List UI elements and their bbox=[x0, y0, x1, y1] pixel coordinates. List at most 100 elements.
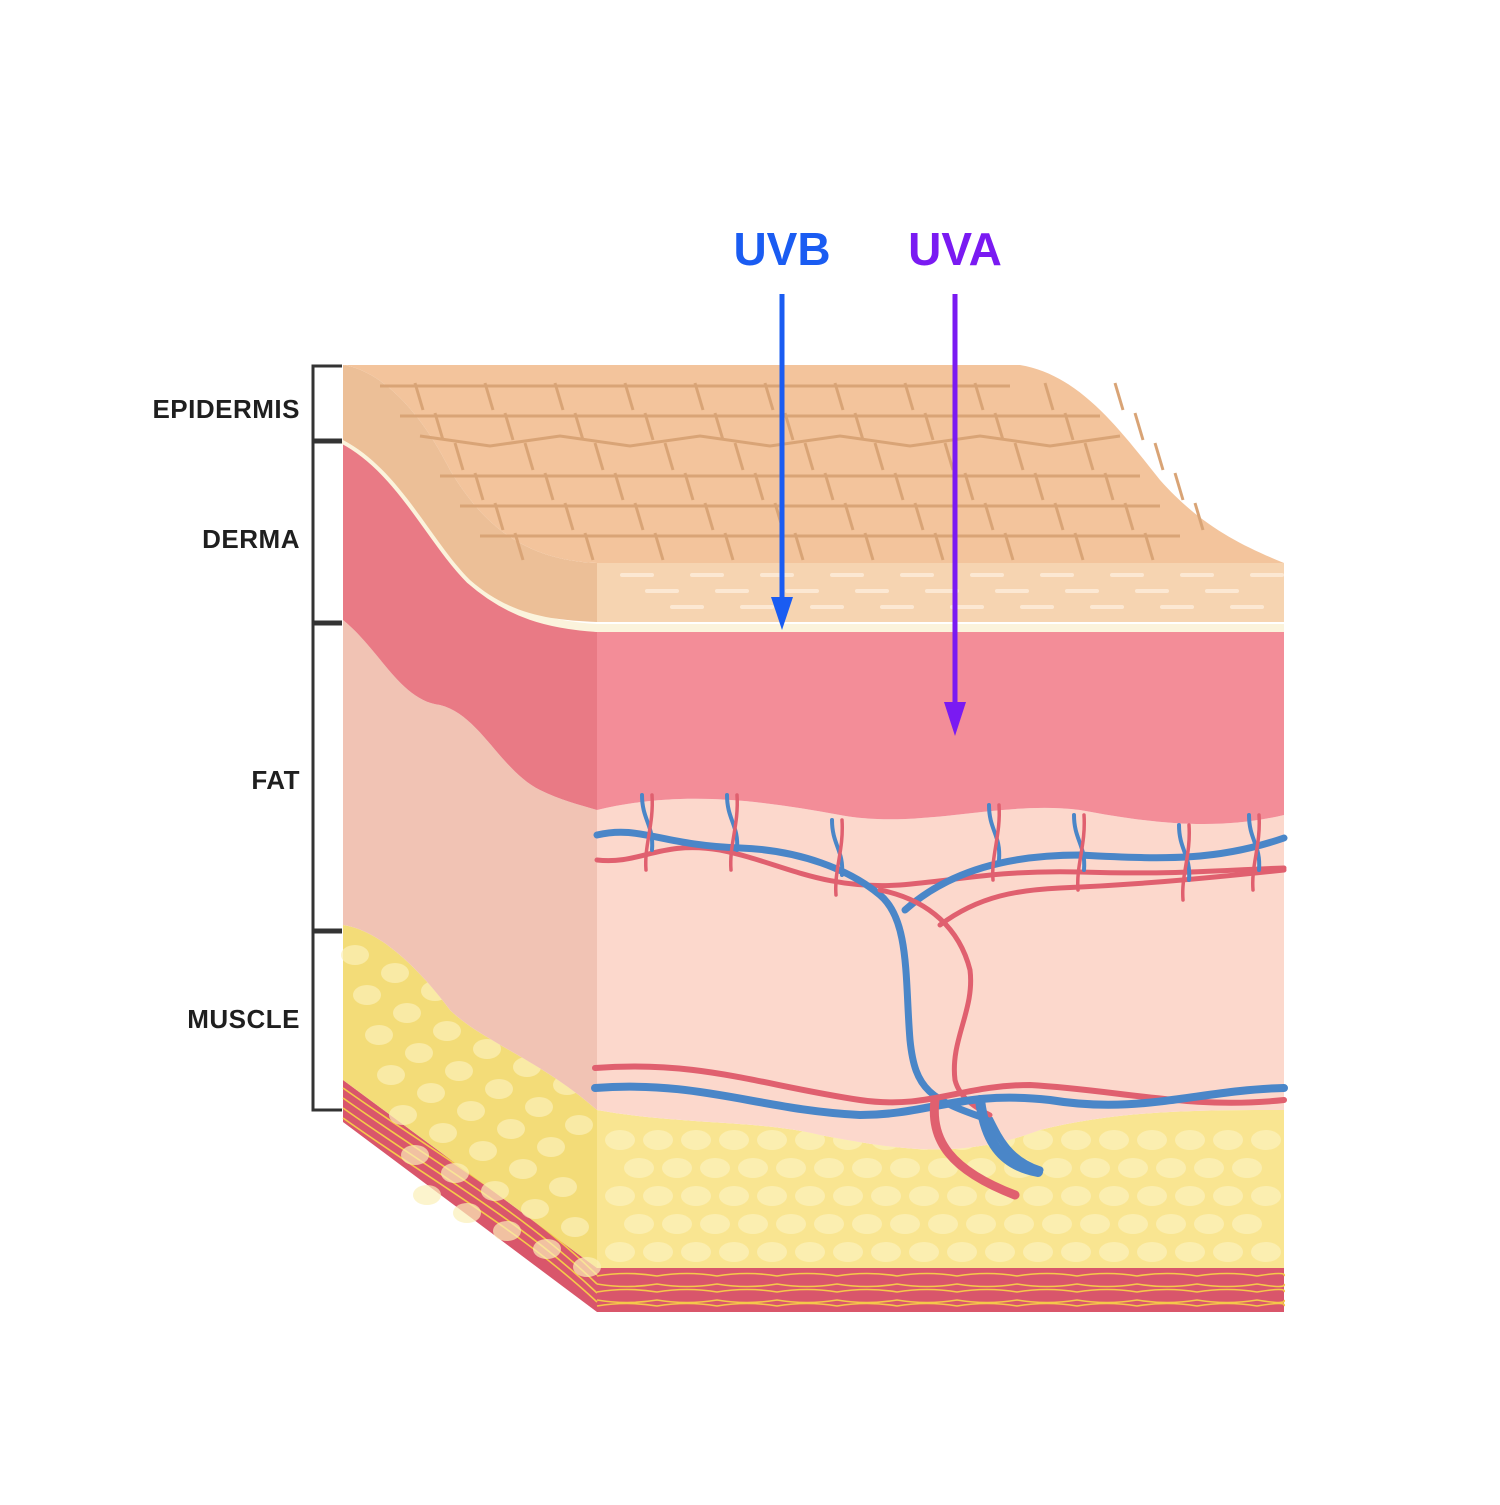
cell-border bbox=[453, 442, 465, 471]
tissue-dash bbox=[950, 605, 984, 609]
fat-cell bbox=[909, 1186, 939, 1206]
cell-border bbox=[973, 382, 985, 411]
fat-cell bbox=[795, 1130, 825, 1150]
cell-border bbox=[913, 502, 925, 531]
layer-bracket bbox=[311, 930, 342, 1112]
cell-border bbox=[723, 532, 735, 561]
capillary-artery bbox=[643, 793, 655, 872]
fat-cell bbox=[757, 1186, 787, 1206]
fat-cell bbox=[605, 1130, 635, 1150]
base-band-side bbox=[343, 1080, 597, 1312]
cell-border bbox=[843, 502, 855, 531]
fat-cell bbox=[700, 1214, 730, 1234]
tissue-dash bbox=[715, 589, 749, 593]
fat-cell bbox=[605, 1186, 635, 1206]
tissue-dash bbox=[830, 573, 864, 577]
cell-border bbox=[433, 412, 445, 441]
label-epidermis: EPIDERMIS bbox=[152, 394, 300, 424]
fat-cell bbox=[1251, 1242, 1281, 1262]
cell-border bbox=[853, 412, 865, 441]
fat-cell bbox=[757, 1242, 787, 1262]
fat-cell bbox=[662, 1158, 692, 1178]
muscle-layer bbox=[341, 925, 1284, 1277]
layer-bracket bbox=[311, 622, 342, 932]
tissue-dash bbox=[1205, 589, 1239, 593]
layer-bracket bbox=[311, 364, 342, 442]
capillary-vein bbox=[640, 793, 655, 852]
fat-cell bbox=[401, 1145, 429, 1165]
fat-cell bbox=[928, 1214, 958, 1234]
fat-cell bbox=[1023, 1186, 1053, 1206]
capillary-vein bbox=[1247, 813, 1262, 872]
fat-cell bbox=[481, 1181, 509, 1201]
fat-cell bbox=[719, 1130, 749, 1150]
fat-cell bbox=[681, 1242, 711, 1262]
fat-cell bbox=[947, 1186, 977, 1206]
cell-border bbox=[1063, 412, 1075, 441]
base-fiber bbox=[596, 1288, 1286, 1293]
derma-layer bbox=[343, 440, 1284, 825]
layer-bracket bbox=[311, 440, 342, 624]
blood-vessels bbox=[591, 793, 1288, 1200]
fat-cell bbox=[381, 963, 409, 983]
cell-border bbox=[583, 532, 595, 561]
fat-cell bbox=[1156, 1214, 1186, 1234]
fat-cell bbox=[719, 1242, 749, 1262]
cell-border bbox=[573, 412, 585, 441]
cell-border bbox=[1123, 502, 1135, 531]
fat-cell bbox=[890, 1214, 920, 1234]
cell-border bbox=[933, 532, 945, 561]
cell-border bbox=[523, 442, 535, 471]
fat-cell bbox=[643, 1186, 673, 1206]
fat-cell bbox=[1213, 1242, 1243, 1262]
base-fiber bbox=[596, 1272, 1286, 1277]
tissue-dash bbox=[645, 589, 679, 593]
fat-cell bbox=[509, 1159, 537, 1179]
fat-cell bbox=[549, 1177, 577, 1197]
fat-cell bbox=[353, 985, 381, 1005]
fat-cell bbox=[573, 1257, 601, 1277]
fat-cell bbox=[457, 1101, 485, 1121]
fat-cell bbox=[681, 1186, 711, 1206]
fat-cell bbox=[1213, 1186, 1243, 1206]
fat-cell bbox=[947, 1242, 977, 1262]
fat-cell bbox=[1232, 1214, 1262, 1234]
fat-cell bbox=[1194, 1158, 1224, 1178]
cell-border bbox=[1153, 442, 1165, 471]
base-fiber bbox=[596, 1283, 1286, 1288]
fat-cell bbox=[1080, 1158, 1110, 1178]
cell-border bbox=[683, 472, 695, 501]
capillary-artery bbox=[1250, 813, 1262, 892]
cell-border bbox=[703, 502, 715, 531]
fat-cell bbox=[1042, 1158, 1072, 1178]
fat-cell bbox=[719, 1186, 749, 1206]
cell-border bbox=[483, 382, 495, 411]
fat-cell bbox=[700, 1158, 730, 1178]
epidermis-side bbox=[343, 365, 597, 622]
cell-border bbox=[413, 382, 425, 411]
fat-side bbox=[343, 620, 597, 1110]
capillary-vein bbox=[725, 793, 740, 852]
cell-border bbox=[1143, 532, 1155, 561]
tissue-dash bbox=[740, 605, 774, 609]
fat-cell bbox=[429, 1123, 457, 1143]
fat-cell bbox=[1099, 1186, 1129, 1206]
cell-border bbox=[993, 412, 1005, 441]
descending-artery bbox=[929, 1095, 1020, 1200]
fat-cell bbox=[624, 1214, 654, 1234]
cell-border bbox=[643, 412, 655, 441]
muscle-fat-cells bbox=[341, 945, 1281, 1277]
fat-cell bbox=[377, 1065, 405, 1085]
fat-cell bbox=[473, 1039, 501, 1059]
tissue-dash bbox=[1090, 605, 1124, 609]
base-fiber bbox=[596, 1299, 1286, 1304]
cell-border bbox=[553, 382, 565, 411]
label-derma: DERMA bbox=[202, 524, 300, 554]
fat-cell bbox=[643, 1242, 673, 1262]
fat-cell bbox=[1023, 1242, 1053, 1262]
capillary-artery bbox=[833, 818, 845, 897]
fat-cell bbox=[1232, 1158, 1262, 1178]
lower-vein bbox=[591, 1082, 1288, 1120]
fat-cell bbox=[341, 945, 369, 965]
